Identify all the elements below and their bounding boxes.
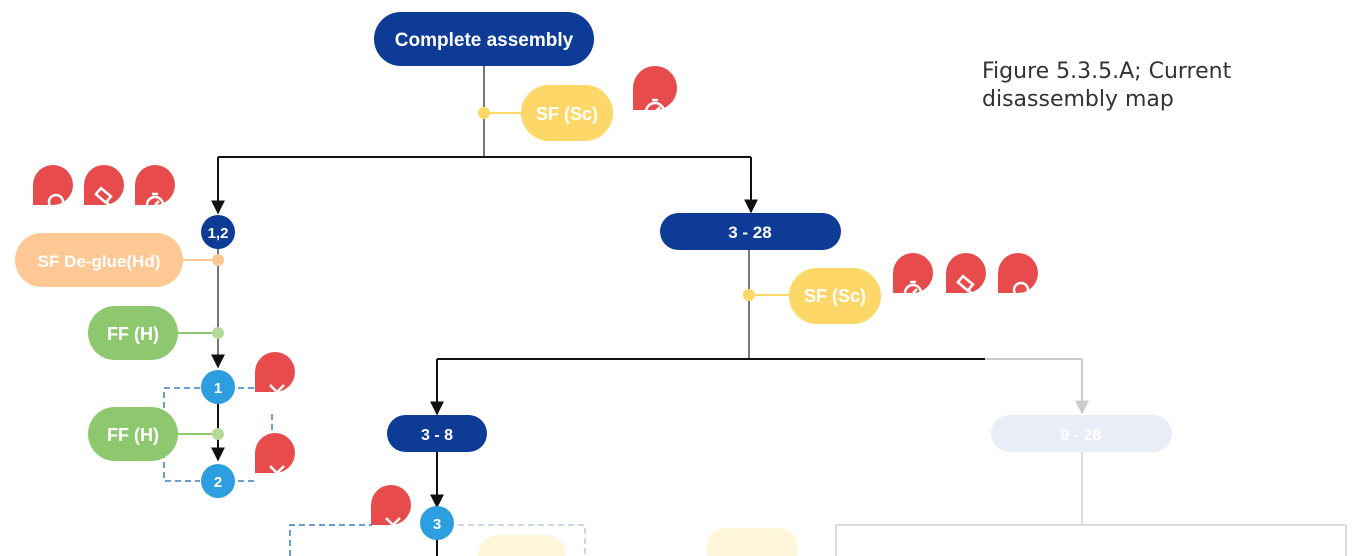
n3-28-label: 3 - 28 <box>728 223 771 242</box>
step-3-node[interactable]: 3 <box>420 506 454 540</box>
n9-28-node[interactable]: 9 - 28 <box>991 415 1172 452</box>
ff-h-node-1[interactable]: FF (H) <box>88 306 178 360</box>
figure-caption: Figure 5.3.5.A; Current disassembly map <box>982 58 1282 114</box>
step-2-node[interactable]: 2 <box>201 464 235 498</box>
ff-h-node-2[interactable]: FF (H) <box>88 407 178 461</box>
n3-8-node[interactable]: 3 - 8 <box>387 415 487 452</box>
sf-deglue-node[interactable]: SF De-glue(Hd) <box>15 233 183 287</box>
connectors <box>163 64 1347 556</box>
ff-h-label-1: FF (H) <box>107 324 159 344</box>
stopwatch-icon[interactable] <box>135 165 175 215</box>
cross-icon[interactable] <box>255 352 295 400</box>
n9-28-label: 9 - 28 <box>1061 427 1102 444</box>
n3-8-label: 3 - 8 <box>421 427 453 444</box>
sf-sc-top-node[interactable]: SF (Sc) <box>521 85 613 141</box>
n3-28-node[interactable]: 3 - 28 <box>660 213 841 250</box>
sf-deglue-label: SF De-glue(Hd) <box>38 252 161 271</box>
sf-sc-mid-label: SF (Sc) <box>804 286 866 306</box>
step-2-label: 2 <box>214 474 222 491</box>
hammer-icon[interactable] <box>946 253 986 300</box>
step-3-label: 3 <box>433 516 441 533</box>
hammer-icon[interactable] <box>84 165 124 212</box>
magnifier-icon[interactable] <box>33 165 73 215</box>
stopwatch-icon[interactable] <box>893 253 933 303</box>
sf-sc-top-label: SF (Sc) <box>536 104 598 124</box>
cross-icon[interactable] <box>371 485 411 533</box>
stopwatch-icon[interactable] <box>633 66 677 123</box>
caption-line-2: disassembly map <box>982 87 1174 112</box>
caption-line-1: Figure 5.3.5.A; Current <box>982 59 1232 84</box>
root-node-label: Complete assembly <box>395 30 574 51</box>
cross-icon[interactable] <box>255 433 295 481</box>
root-node[interactable]: Complete assembly <box>374 12 594 66</box>
magnifier-icon[interactable] <box>998 253 1038 303</box>
sf-sc-mid-node[interactable]: SF (Sc) <box>789 268 881 324</box>
faded-node-partial <box>706 528 798 556</box>
faded-node-partial <box>478 535 566 556</box>
n12-node[interactable]: 1,2 <box>201 215 235 249</box>
step-1-label: 1 <box>214 380 222 397</box>
step-1-node[interactable]: 1 <box>201 370 235 404</box>
ff-h-label-2: FF (H) <box>107 425 159 445</box>
n12-label: 1,2 <box>208 225 229 242</box>
